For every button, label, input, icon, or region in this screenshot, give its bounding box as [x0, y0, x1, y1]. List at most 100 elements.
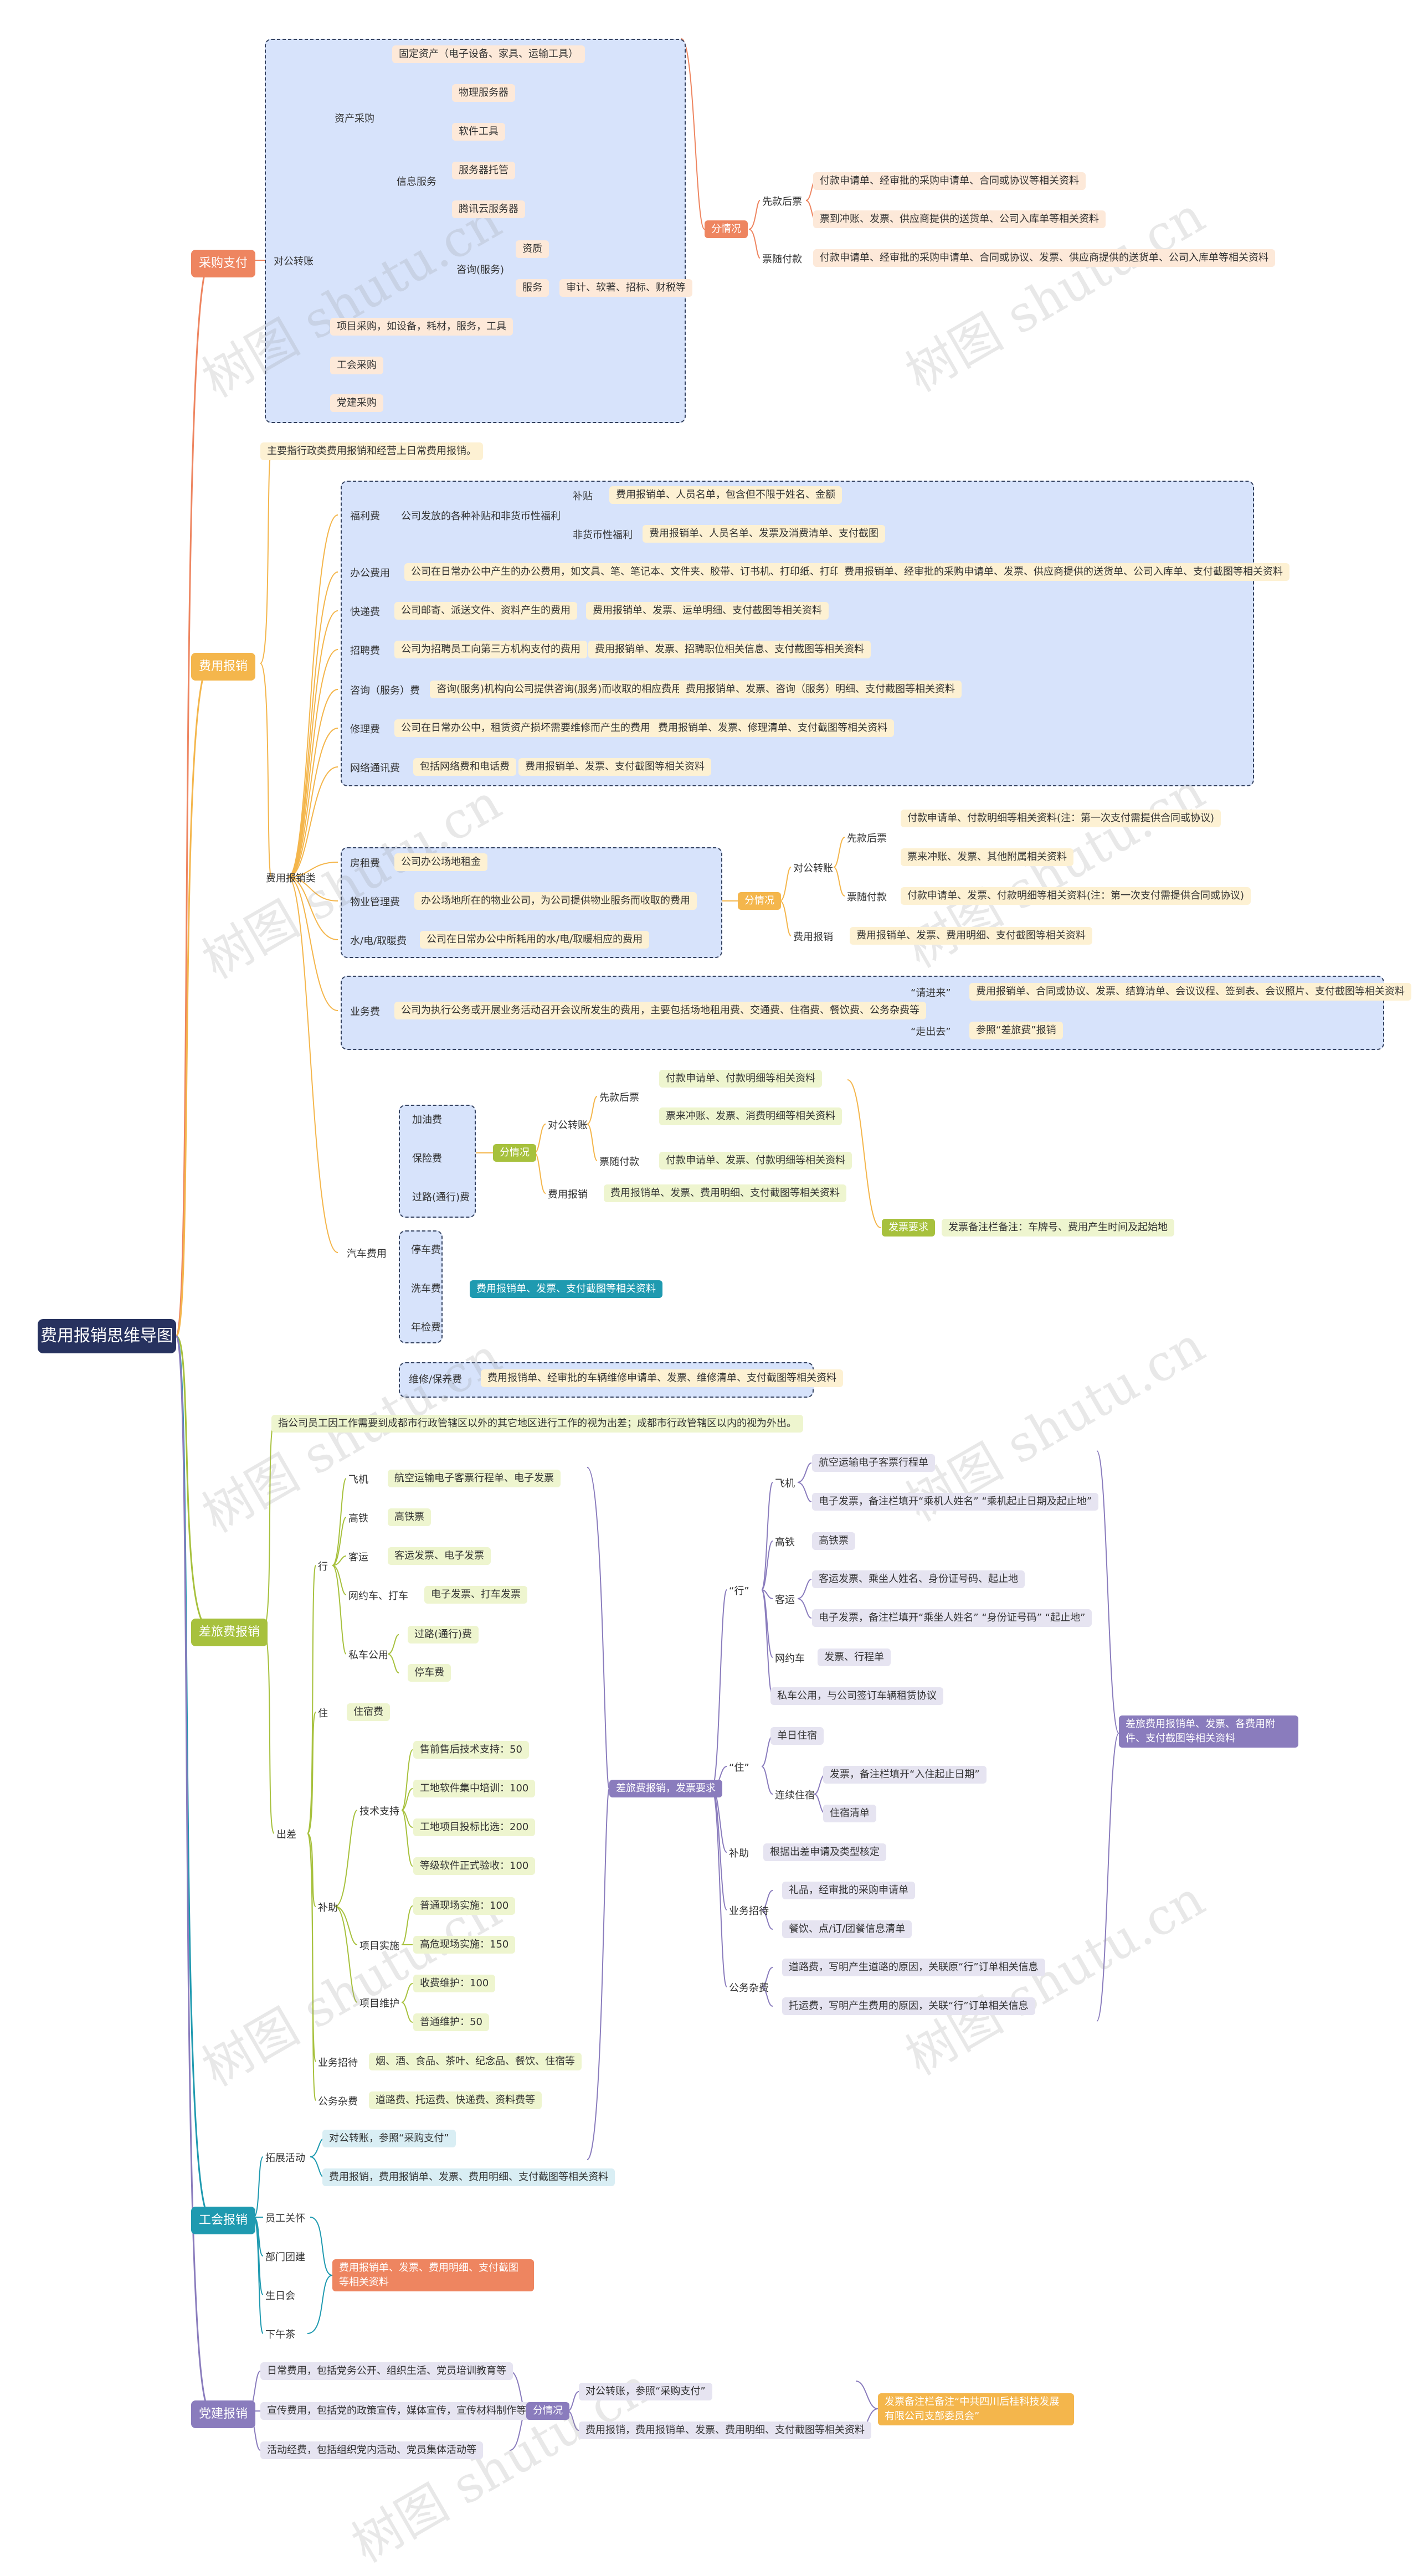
node-expense-public[interactable]: 对公转账 [793, 863, 833, 874]
node-rail-doc[interactable]: 高铁票 [388, 1508, 431, 1526]
node-recruit[interactable]: 招聘费 [350, 645, 380, 657]
node-go-out[interactable]: “走出去” [911, 1026, 951, 1038]
node-travel-note[interactable]: 指公司员工因工作需要到成都市行政管辖区以外的其它地区进行工作的视为出差；成都市行… [271, 1415, 803, 1433]
node-office[interactable]: 办公费用 [350, 568, 390, 579]
node-r-misc[interactable]: 公务杂费 [729, 1982, 769, 1994]
root-node[interactable]: 费用报销思维导图 [38, 1319, 176, 1353]
node-r-bus1[interactable]: 客运发票、乘坐人姓名、身份证号码、起止地 [812, 1570, 1025, 1588]
node-union-purchase[interactable]: 工会采购 [330, 357, 383, 374]
node-fixed-assets[interactable]: 固定资产（电子设备、家具、运输工具） [392, 45, 585, 63]
node-r-multi1[interactable]: 发票，备注栏填开“入住起止日期” [823, 1766, 987, 1784]
node-maint[interactable]: 项目维护 [359, 1998, 399, 2010]
node-prepay-doc1[interactable]: 付款申请单、经审批的采购申请单、合同或协议等相关资料 [813, 172, 1086, 190]
node-prepay-invoice[interactable]: 先款后票 [762, 196, 802, 208]
node-fuel[interactable]: 加油费 [412, 1114, 442, 1126]
node-trip[interactable]: 出差 [276, 1829, 296, 1841]
node-r-ride[interactable]: 网约车 [775, 1653, 805, 1665]
node-car-small-doc[interactable]: 费用报销单、发票、支付截图等相关资料 [470, 1280, 662, 1298]
node-car-case[interactable]: 分情况 [493, 1144, 536, 1162]
node-business[interactable]: 业务费 [350, 1006, 380, 1018]
node-telecom[interactable]: 网络通讯费 [350, 763, 400, 774]
node-insurance[interactable]: 保险费 [412, 1153, 442, 1165]
node-union-care[interactable]: 员工关怀 [265, 2213, 305, 2224]
node-tech1[interactable]: 售前售后技术支持：50 [413, 1741, 529, 1759]
node-subsidy-doc[interactable]: 费用报销单、人员名单，包含但不限于姓名、金额 [609, 486, 842, 504]
node-expense-prepay[interactable]: 先款后票 [847, 833, 887, 844]
node-property-desc[interactable]: 办公场地所在的物业公司，为公司提供物业服务而收取的费用 [414, 892, 697, 910]
node-parking[interactable]: 停车费 [408, 1664, 451, 1682]
node-r-go[interactable]: “行” [729, 1585, 749, 1597]
branch-expense[interactable]: 费用报销 [191, 653, 256, 681]
node-property[interactable]: 物业管理费 [350, 897, 400, 908]
node-expense-prepay-doc1[interactable]: 付款申请单、付款明细等相关资料(注：第一次支付需提供合同或协议) [901, 810, 1221, 827]
node-r-ent[interactable]: 业务招待 [729, 1905, 769, 1917]
node-party-case[interactable]: 分情况 [526, 2402, 569, 2420]
node-software-tools[interactable]: 软件工具 [452, 123, 505, 141]
node-party-item3[interactable]: 活动经费，包括组织党内活动、党员集体活动等 [260, 2441, 483, 2459]
node-union-expand1[interactable]: 对公转账，参照“采购支付” [322, 2130, 456, 2147]
node-rent-desc[interactable]: 公司办公场地租金 [394, 853, 487, 871]
node-inspection[interactable]: 年检费 [411, 1322, 441, 1333]
node-misc-doc[interactable]: 道路费、托运费、快递费、资料费等 [369, 2091, 542, 2109]
node-subsidy[interactable]: 补助 [318, 1902, 338, 1914]
node-tech4[interactable]: 等级软件正式验收：100 [413, 1857, 536, 1875]
node-consulting-service[interactable]: 咨询(服务) [456, 264, 505, 276]
node-rent[interactable]: 房租费 [350, 858, 380, 869]
node-private-car[interactable]: 私车公用 [348, 1650, 388, 1661]
node-r-sub-doc[interactable]: 根据出差申请及类型核定 [763, 1843, 886, 1861]
node-telecom-doc[interactable]: 费用报销单、发票、支付截图等相关资料 [518, 758, 711, 776]
node-party-purchase[interactable]: 党建采购 [330, 394, 383, 412]
branch-union[interactable]: 工会报销 [191, 2207, 256, 2234]
node-expense-note[interactable]: 主要指行政类费用报销和经营上日常费用报销。 [260, 442, 483, 460]
node-nonmonetary[interactable]: 非货币性福利 [573, 529, 633, 541]
node-repair-desc[interactable]: 公司在日常办公中，租赁资产损坏需要维修而产生的费用 [394, 719, 657, 737]
node-car-prepay[interactable]: 先款后票 [599, 1092, 639, 1104]
node-parking[interactable]: 停车费 [411, 1244, 441, 1256]
node-car-invoice-pay-doc[interactable]: 付款申请单、发票、付款明细等相关资料 [659, 1152, 852, 1169]
node-r-ent1[interactable]: 礼品，经审批的采购申请单 [782, 1882, 915, 1899]
node-impl1[interactable]: 普通现场实施：100 [413, 1897, 516, 1915]
node-party-reimburse[interactable]: 费用报销，费用报销单、发票、费用明细、支付截图等相关资料 [579, 2422, 871, 2439]
node-expense-reimburse[interactable]: 费用报销 [793, 931, 833, 943]
node-rail[interactable]: 高铁 [348, 1513, 368, 1524]
node-consult-doc[interactable]: 费用报销单、发票、咨询（服务）明细、支付截图等相关资料 [679, 681, 962, 698]
node-expense-invoice-pay[interactable]: 票随付款 [847, 892, 887, 903]
node-union-expand2[interactable]: 费用报销，费用报销单、发票、费用明细、支付截图等相关资料 [322, 2168, 615, 2186]
node-impl[interactable]: 项目实施 [359, 1940, 399, 1952]
node-invoice-pay-doc[interactable]: 付款申请单、经审批的采购申请单、合同或协议、发票、供应商提供的送货单、公司入库单… [813, 249, 1275, 267]
branch-purchase[interactable]: 采购支付 [191, 250, 256, 277]
node-toll[interactable]: 过路(通行)费 [412, 1192, 470, 1203]
node-consult[interactable]: 咨询（服务）费 [350, 685, 420, 697]
node-subsidy[interactable]: 补贴 [573, 491, 593, 502]
node-express-desc[interactable]: 公司邮寄、派送文件、资料产生的费用 [394, 602, 577, 620]
node-invite-in-doc[interactable]: 费用报销单、合同或协议、发票、结算清单、会议议程、签到表、会议照片、支付截图等相… [969, 983, 1411, 1001]
node-r-bus[interactable]: 客运 [775, 1594, 795, 1606]
node-r-rail-doc[interactable]: 高铁票 [812, 1532, 855, 1550]
node-office-desc[interactable]: 公司在日常办公中产生的办公费用，如文具、笔、笔记本、文件夹、胶带、订书机、打印纸… [404, 563, 876, 581]
node-welfare-desc[interactable]: 公司发放的各种补贴和非货币性福利 [401, 511, 561, 522]
node-invoice-requirement-desc[interactable]: 发票备注栏备注：车牌号、费用产生时间及起始地 [942, 1219, 1174, 1237]
node-toll[interactable]: 过路(通行)费 [408, 1626, 479, 1644]
node-union-tea[interactable]: 下午茶 [265, 2329, 295, 2341]
node-express-doc[interactable]: 费用报销单、发票、运单明细、支付截图等相关资料 [586, 602, 829, 620]
node-tech3[interactable]: 工地项目投标比选：200 [413, 1818, 536, 1836]
node-funding[interactable]: 资质 [516, 240, 549, 258]
node-telecom-desc[interactable]: 包括网络费和电话费 [413, 758, 516, 776]
node-car-reimburse-doc[interactable]: 费用报销单、发票、费用明细、支付截图等相关资料 [604, 1184, 846, 1202]
node-r-stay[interactable]: “住” [729, 1762, 749, 1774]
node-car-prepay-doc2[interactable]: 票来冲账、发票、消费明细等相关资料 [659, 1107, 842, 1125]
node-car-invoice-pay[interactable]: 票随付款 [599, 1156, 639, 1168]
node-r-misc1[interactable]: 道路费，写明产生道路的原因，关联原“行”订单相关信息 [782, 1959, 1045, 1976]
node-expense-prepay-doc2[interactable]: 票来冲账、发票、其他附属相关资料 [901, 848, 1073, 866]
node-nonmonetary-doc[interactable]: 费用报销单、人员名单、发票及消费清单、支付截图 [643, 525, 885, 543]
node-invoice-pay[interactable]: 票随付款 [762, 254, 802, 265]
node-invite-in[interactable]: “请进来” [911, 987, 951, 999]
node-recruit-doc[interactable]: 费用报销单、发票、招聘职位相关信息、支付截图等相关资料 [588, 641, 871, 658]
node-misc[interactable]: 公务杂费 [318, 2096, 358, 2108]
node-maint1[interactable]: 收费维护：100 [413, 1975, 496, 1992]
node-r-misc2[interactable]: 托运费，写明产生费用的原因，关联“行”订单相关信息 [782, 1997, 1035, 2015]
node-ride-doc[interactable]: 电子发票、打车发票 [424, 1586, 527, 1604]
node-expense-invoice-pay-doc[interactable]: 付款申请单、发票、付款明细等相关资料(注：第一次支付需提供合同或协议) [901, 887, 1251, 905]
node-party-item1[interactable]: 日常费用，包括党务公开、组织生活、党员培训教育等 [260, 2362, 513, 2380]
node-info-service[interactable]: 信息服务 [397, 176, 436, 188]
